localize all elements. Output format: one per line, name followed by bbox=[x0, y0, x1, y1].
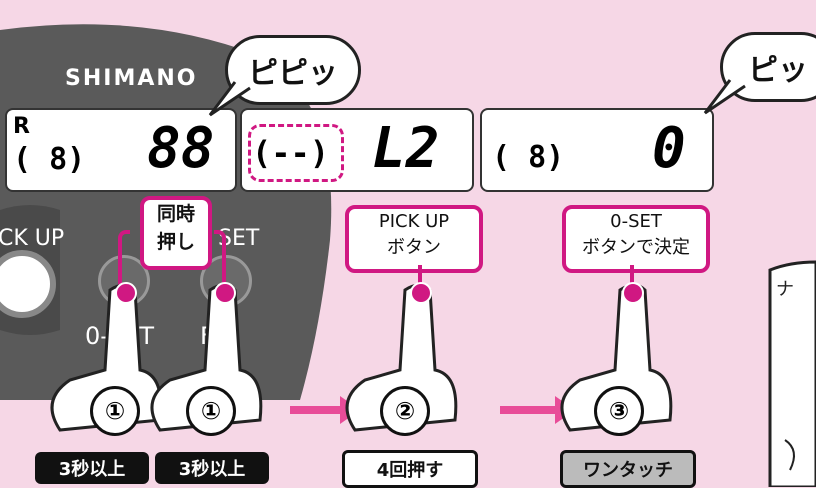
step-number: ① bbox=[90, 386, 140, 436]
label-line: ボタンで決定 bbox=[582, 237, 690, 258]
press-point-1 bbox=[115, 282, 137, 304]
one-touch-badge: ワンタッチ bbox=[560, 450, 696, 488]
pickup-text: CK UP bbox=[0, 226, 65, 251]
label-line: ボタン bbox=[387, 237, 441, 258]
depth-digits: 0 bbox=[652, 116, 686, 181]
blink-dashes bbox=[248, 124, 344, 182]
label-line: 押し bbox=[156, 231, 195, 253]
label-line: 0-SET bbox=[610, 211, 662, 232]
pressing-hands bbox=[50, 283, 673, 432]
pickup-button-label: PICK UP ボタン bbox=[345, 205, 483, 273]
depth-digits: 88 bbox=[147, 116, 215, 181]
beep-bubble-left: ピピッ bbox=[225, 35, 361, 105]
label-line: PICK UP bbox=[378, 211, 450, 232]
counter-paren: (--) bbox=[252, 134, 330, 172]
press-point-2 bbox=[214, 282, 236, 304]
simultaneous-press-label: 同時 押し bbox=[140, 196, 212, 270]
count-badge: 4回押す bbox=[342, 450, 478, 488]
duration-badge: 3秒以上 bbox=[35, 452, 149, 484]
step-number: ② bbox=[380, 386, 430, 436]
brand-logo: SHIMANO bbox=[65, 66, 198, 91]
step-number: ③ bbox=[594, 386, 644, 436]
duration-badge: 3秒以上 bbox=[155, 452, 269, 484]
bubble-tail bbox=[208, 81, 251, 117]
press-point-3 bbox=[410, 282, 432, 304]
label-line: 同時 bbox=[156, 203, 195, 225]
pickup-button-ring[interactable] bbox=[0, 250, 56, 318]
zeroset-button-label: 0-SET ボタンで決定 bbox=[562, 205, 710, 273]
connector-zeroset bbox=[630, 265, 634, 290]
step-number: ① bbox=[186, 386, 236, 436]
counter-paren: ( 8) bbox=[13, 142, 86, 177]
bubble-tail bbox=[703, 79, 746, 115]
connector-pickup bbox=[418, 265, 422, 290]
display-panel-2: (--) L2 bbox=[240, 108, 474, 192]
display-panel-3: ( 8) 0 bbox=[480, 108, 714, 192]
mode-digits: L2 bbox=[372, 116, 440, 181]
svg-text:ナ: ナ bbox=[776, 279, 794, 300]
rotation-label: R bbox=[13, 114, 30, 139]
counter-paren: ( 8) bbox=[492, 140, 565, 175]
press-point-4 bbox=[622, 282, 644, 304]
display-panel-1: R ( 8) 88 bbox=[5, 108, 237, 192]
